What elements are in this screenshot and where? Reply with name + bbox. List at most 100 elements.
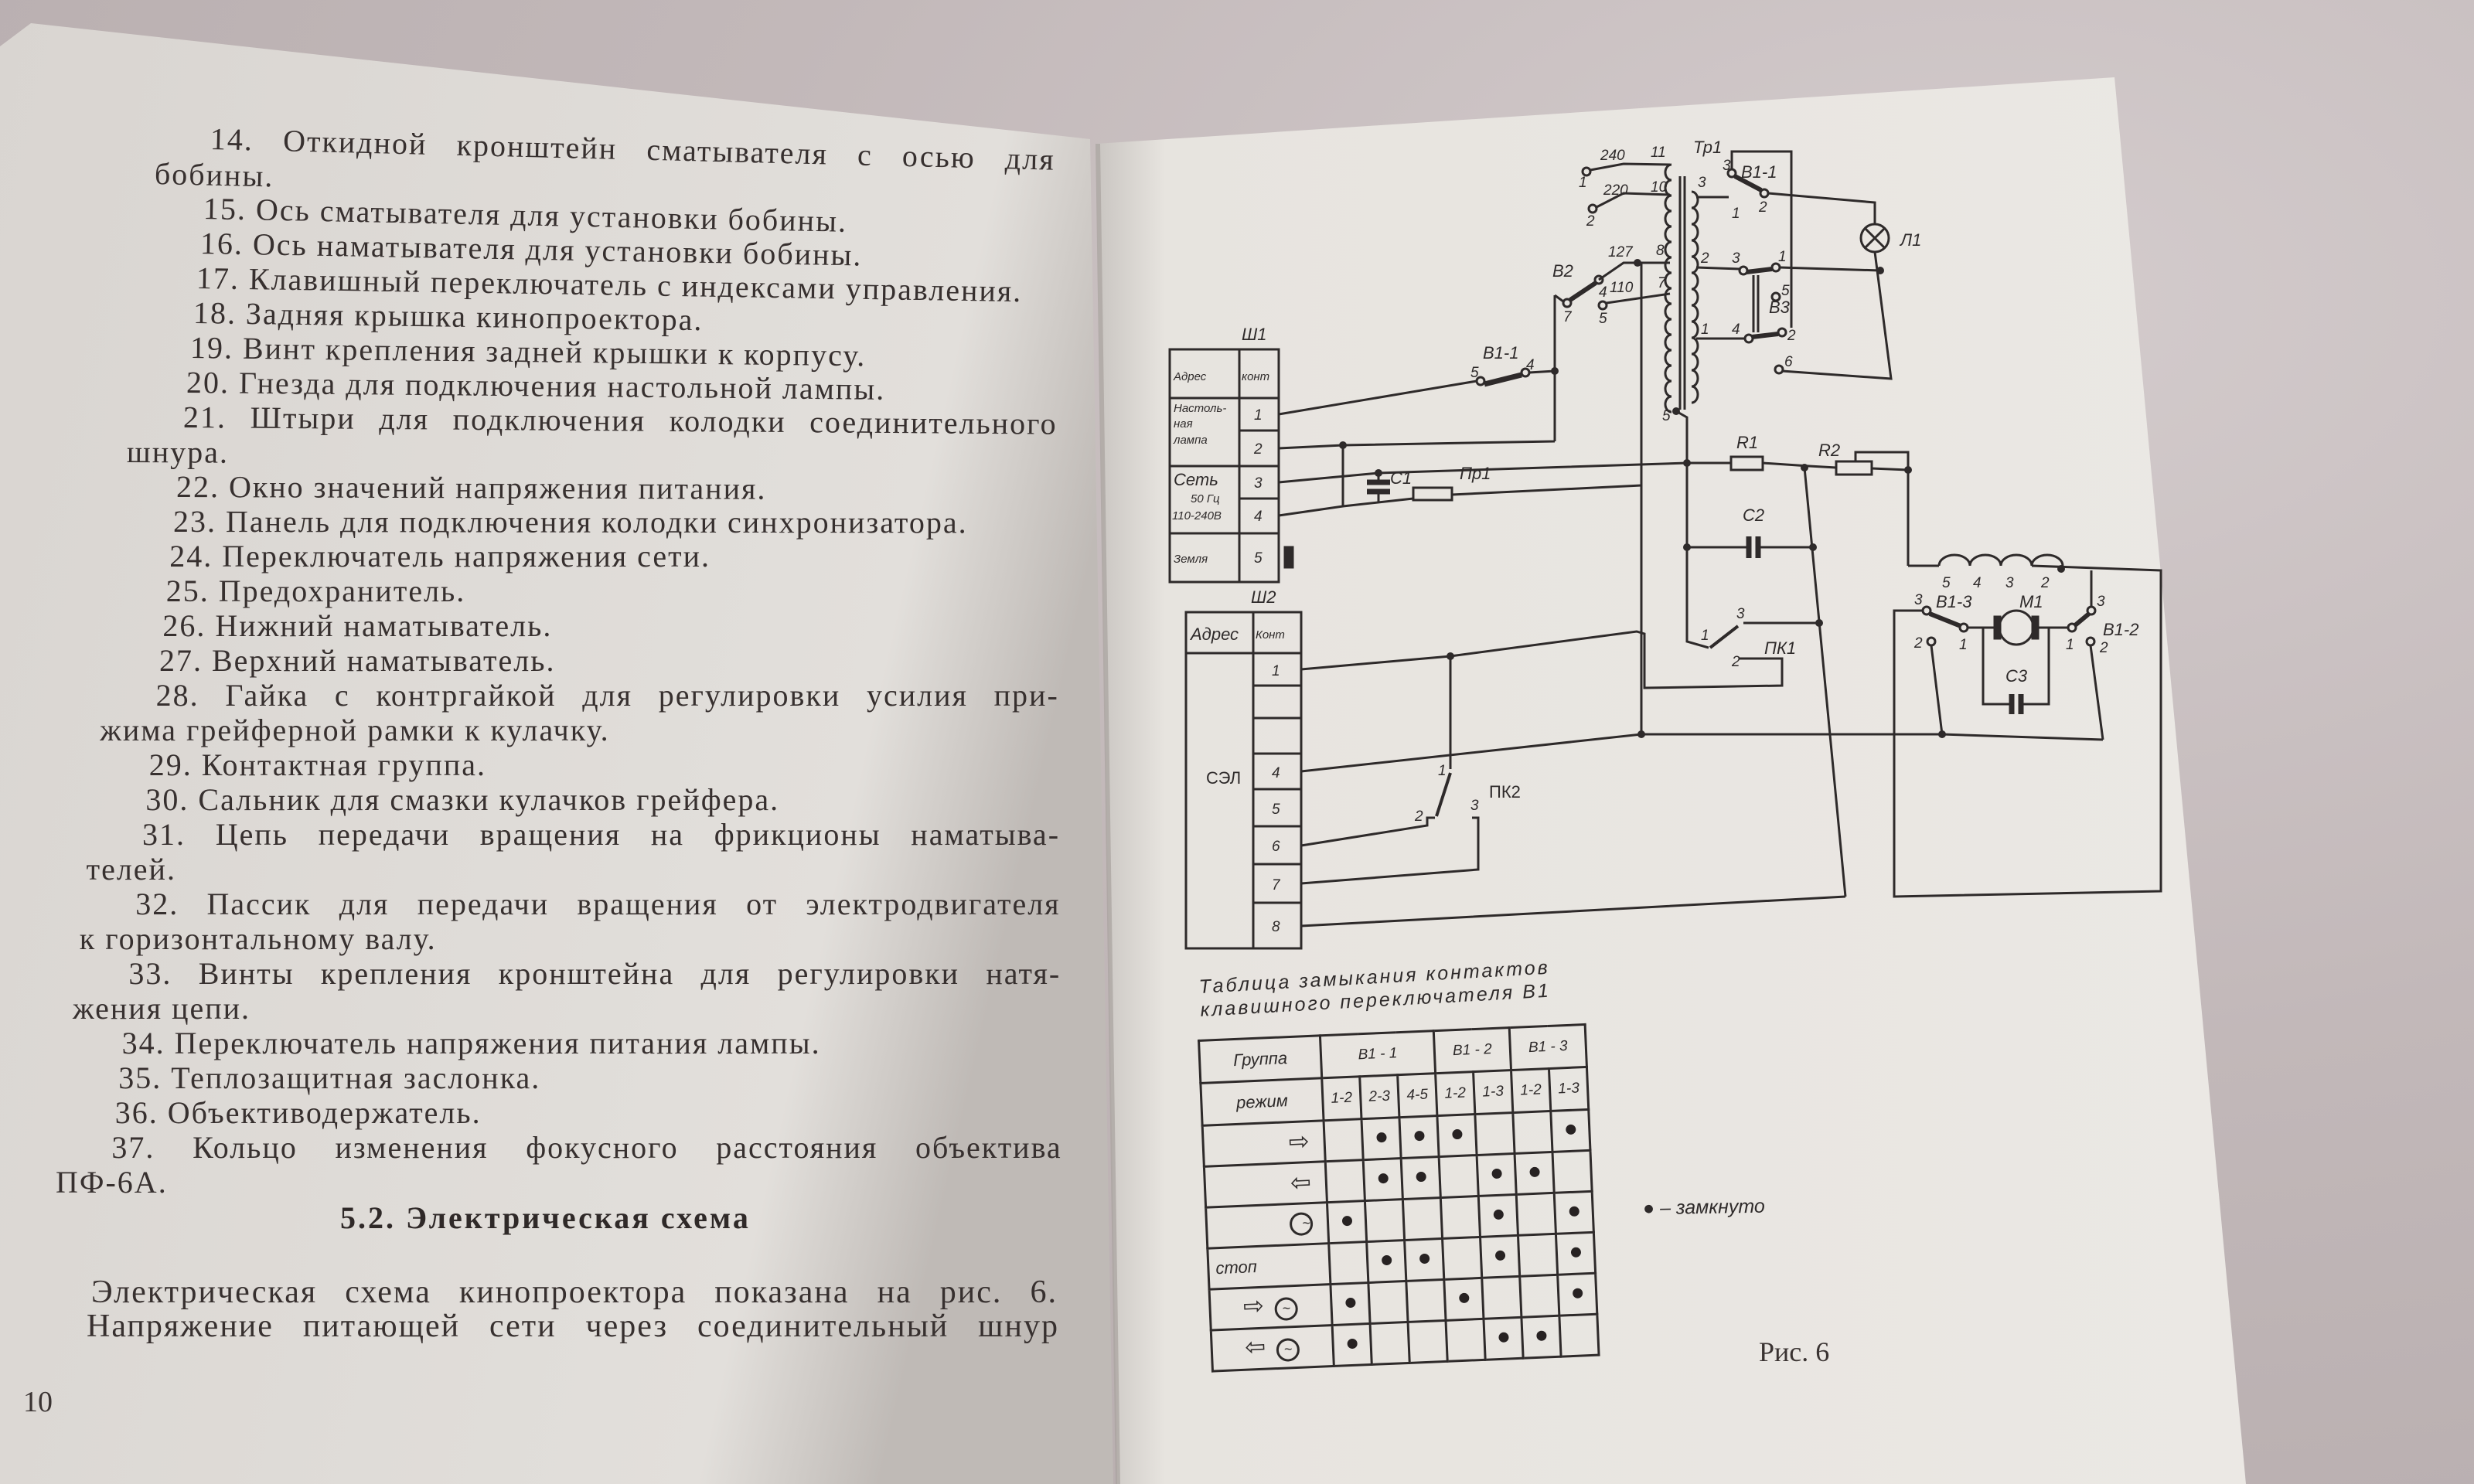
closed-dot-icon xyxy=(1491,1168,1502,1179)
contact-state-cell xyxy=(1402,1197,1443,1241)
contact-state-cell xyxy=(1556,1232,1596,1275)
label-220: 220 xyxy=(1603,182,1628,199)
lamp-l1 xyxy=(1859,223,1890,254)
contact-state-cell xyxy=(1483,1317,1524,1360)
table-legend: ● – замкнуто xyxy=(1643,1196,1765,1220)
mode-cell: ⇦~ xyxy=(1211,1325,1334,1372)
pin-label: 2 xyxy=(1700,250,1709,267)
list-item-line: 35. Теплозащитная заслонка. xyxy=(118,1060,540,1096)
pin-label: 1 xyxy=(1778,249,1787,265)
closed-dot-icon xyxy=(1451,1128,1463,1140)
wire xyxy=(1300,645,2104,773)
contact-state-cell xyxy=(1559,1314,1600,1357)
wire xyxy=(1300,656,1846,928)
wires xyxy=(1168,150,2162,950)
mode-cell: ⇨~ xyxy=(1209,1284,1333,1331)
circle-tilde-icon: ~ xyxy=(1276,1337,1300,1363)
contact-header: 1-3 xyxy=(1473,1070,1513,1115)
contact-header: 4-5 xyxy=(1397,1073,1437,1118)
pin-label: 2 xyxy=(2099,640,2108,656)
contact-state-cell xyxy=(1406,1279,1446,1322)
contact-state-cell xyxy=(1401,1156,1441,1200)
list-item-line: ПФ-6А. xyxy=(56,1165,168,1200)
item-text: Переключатель напряжения сети. xyxy=(222,539,711,574)
pin-label: 6 xyxy=(1272,839,1280,855)
pin-label: 8 xyxy=(1272,919,1280,935)
label-contact: конт xyxy=(1242,370,1269,383)
resistor-r1 xyxy=(1729,455,1764,471)
item-text: жения цепи. xyxy=(73,991,251,1026)
contact-state-cell xyxy=(1554,1191,1594,1234)
item-text: к горизонтальному валу. xyxy=(79,921,437,956)
pin-label: 5 xyxy=(1272,802,1280,818)
contact-state-cell xyxy=(1365,1199,1405,1242)
left-page xyxy=(0,23,1113,1484)
diagram-labels: Ш1 Адрес конт Настоль- ная лампа Сеть 50… xyxy=(1172,138,2138,935)
item-text: Объективодержатель. xyxy=(167,1095,482,1130)
contact-state-cell xyxy=(1481,1276,1522,1319)
list-item-line: 33. Винты крепления кронштейна для регул… xyxy=(128,956,1061,992)
pin-label: 2 xyxy=(1731,654,1740,670)
item-number: 34. xyxy=(121,1026,165,1060)
item-number: 25. xyxy=(165,574,210,608)
paragraph-line: Электрическая схема кинопроектора показа… xyxy=(91,1275,1058,1310)
list-item-line: жима грейферной рамки к кулачку. xyxy=(100,713,609,748)
contact-state-cell xyxy=(1399,1115,1440,1159)
contact-state-cell xyxy=(1557,1273,1597,1316)
item-number: 29. xyxy=(148,747,193,782)
pin-label: 7 xyxy=(1563,309,1573,325)
closed-dot-icon xyxy=(1413,1130,1425,1142)
closed-dot-icon xyxy=(1565,1124,1576,1135)
pin-label: 2 xyxy=(1787,328,1796,344)
list-item-line: 34. Переключатель напряжения питания лам… xyxy=(122,1026,821,1061)
pin-label: 5 xyxy=(1599,311,1607,327)
wire xyxy=(1695,150,1893,380)
item-text: Сальник для смазки кулачков грейфера. xyxy=(198,782,780,817)
contact-state-cell xyxy=(1330,1282,1371,1326)
contact-state-cell xyxy=(1436,1114,1477,1157)
paragraph-line: Напряжение питающей сети через соедините… xyxy=(87,1309,1059,1344)
list-item-line: 36. Объективодержатель. xyxy=(115,1095,482,1131)
section-heading: 5.2. Электрическая схема xyxy=(340,1200,751,1235)
switch-pk2 xyxy=(1435,772,1452,817)
label-b1-2: В1-2 xyxy=(2103,620,2138,639)
list-item-line: 37. Кольцо изменения фокусного расстояни… xyxy=(111,1130,1062,1166)
contact-state-cell xyxy=(1408,1320,1448,1363)
contact-state-cell xyxy=(1519,1275,1559,1318)
contact-state-cell xyxy=(1327,1200,1367,1244)
wire xyxy=(1893,564,2162,898)
wire xyxy=(1554,162,1671,734)
label-address: Адрес xyxy=(1189,625,1239,644)
contact-state-cell xyxy=(1439,1155,1479,1198)
pin-label: 2 xyxy=(1414,808,1423,825)
pin-label: 5 xyxy=(1470,365,1479,381)
pin-label: 5 xyxy=(1662,408,1671,424)
label-b1-3: В1-3 xyxy=(1936,592,1972,611)
label-tr1: Тр1 xyxy=(1693,138,1722,157)
item-text: ПФ-6А. xyxy=(56,1165,168,1200)
closed-dot-icon xyxy=(1568,1206,1579,1217)
item-text: Кольцо изменения фокусного расстояния об… xyxy=(193,1130,1062,1165)
item-number: 24. xyxy=(169,539,213,574)
label-mains: 50 Гц xyxy=(1191,492,1220,505)
fuse-pr1 xyxy=(1412,486,1453,502)
pin-label: 1 xyxy=(1959,637,1968,653)
pin-label: 5 xyxy=(1781,283,1790,299)
label-earth: Земля xyxy=(1174,553,1208,566)
item-number: 28. xyxy=(155,678,199,713)
closed-dot-icon xyxy=(1415,1171,1426,1183)
contact-state-cell xyxy=(1440,1196,1481,1239)
pin-label: 4 xyxy=(1599,284,1607,301)
pin-label: 10 xyxy=(1651,179,1668,196)
label-b3: В3 xyxy=(1769,298,1791,317)
item-text: Теплозащитная заслонка. xyxy=(171,1060,541,1095)
pin-label: 5 xyxy=(1254,550,1263,567)
pin-label: 4 xyxy=(1254,509,1263,525)
pin-label: 8 xyxy=(1656,243,1665,259)
legend-text: – замкнуто xyxy=(1659,1195,1766,1219)
item-text: Цепь передачи вращения на фрикционы нама… xyxy=(215,817,1060,852)
closed-dot-icon xyxy=(1346,1338,1358,1350)
list-item-line: телей. xyxy=(87,852,176,887)
closed-dot-icon xyxy=(1375,1132,1387,1143)
pin-label: 1 xyxy=(1254,407,1263,424)
